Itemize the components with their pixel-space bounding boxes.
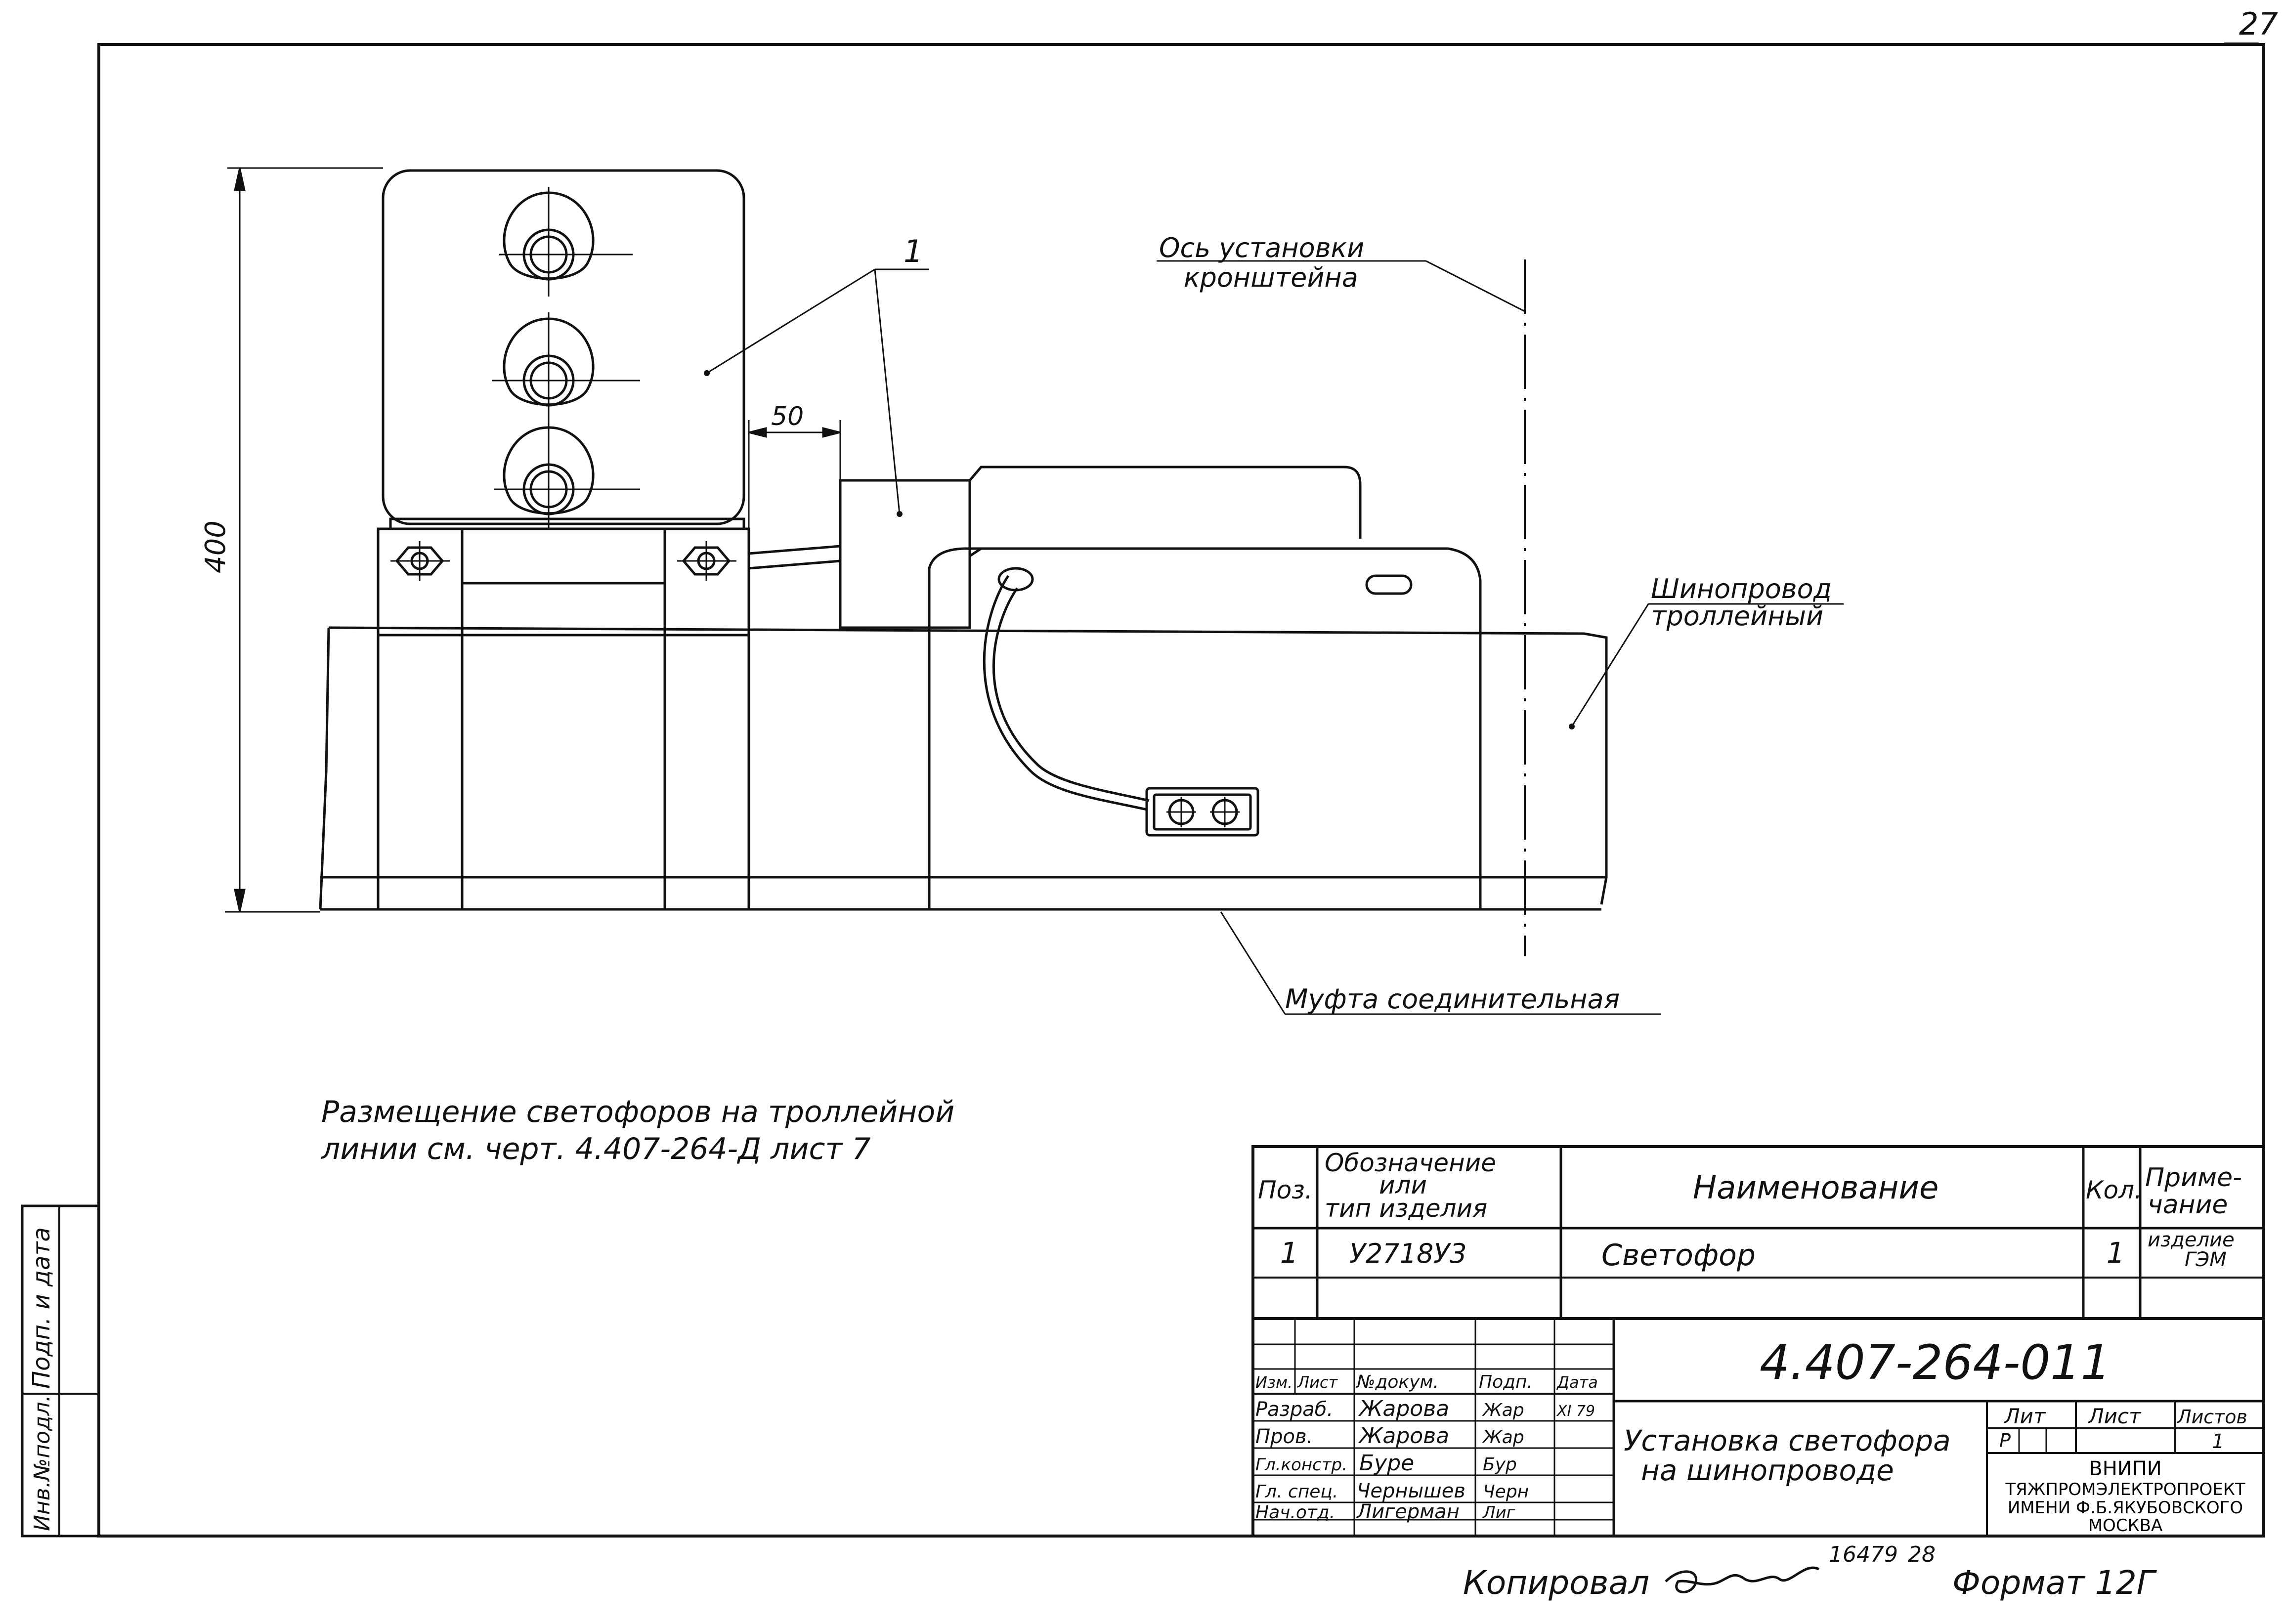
left-margin-strip: Подп. и дата Инв.№подл. <box>21 1204 100 1538</box>
header-doc: №докум. <box>1356 1372 1439 1392</box>
current-collector <box>928 466 1482 909</box>
leader-dot <box>704 370 710 376</box>
person-date: XI 79 <box>1556 1403 1595 1420</box>
person-name: Жарова <box>1358 1423 1449 1449</box>
busway <box>319 626 1608 911</box>
spec-row-name: Светофор <box>1601 1238 1756 1273</box>
sheet-label: Лист <box>2087 1404 2142 1428</box>
person-signature: Бур <box>1483 1454 1517 1475</box>
note-line2: линии см. черт. 4.407-264-Д лист 7 <box>321 1132 871 1166</box>
spec-header-designation-1: Обозначение <box>1325 1149 1496 1177</box>
spec-header-pos: Поз. <box>1258 1176 1313 1204</box>
header-list: Лист <box>1297 1373 1338 1392</box>
person-name: Лигерман <box>1356 1500 1460 1523</box>
header-date: Дата <box>1556 1373 1598 1392</box>
title-line1: Установка светофора <box>1624 1424 1951 1457</box>
note-line1: Размещение светофоров на троллейной <box>321 1095 954 1129</box>
person-role: Нач.отд. <box>1255 1502 1335 1523</box>
title-block-headers: Изм. Лист №докум. Подп. Дата <box>1255 1372 1598 1392</box>
coupling-leader <box>1220 911 1661 1015</box>
spec-header-qty: Кол. <box>2086 1176 2142 1204</box>
spec-row: 1 У2718У3 Светофор 1 изделие ГЭМ <box>1280 1229 2235 1273</box>
leader-dot <box>1569 724 1575 729</box>
busway-label-line2: троллейный <box>1651 600 1823 632</box>
spec-header-designation-3: тип изделия <box>1325 1194 1487 1223</box>
spec-header-designation-2: или <box>1379 1171 1427 1199</box>
person-signature: Жар <box>1482 1400 1524 1420</box>
busway-leader <box>1571 603 1844 727</box>
spec-row-note-1: изделие <box>2148 1229 2235 1251</box>
junction-box <box>839 479 971 629</box>
person-role: Разраб. <box>1255 1398 1333 1421</box>
dimension-gap-label: 50 <box>771 402 804 431</box>
spec-header-note-2: чание <box>2148 1190 2228 1220</box>
leader-position-1 <box>706 268 929 514</box>
axis-label-line1: Ось установки <box>1159 232 1364 263</box>
format-label: Формат 12Г <box>1952 1564 2157 1602</box>
busway-label-line1: Шинопровод <box>1651 573 1832 604</box>
lit-value: Р <box>1999 1430 2011 1452</box>
spec-header-note-1: Приме- <box>2145 1163 2242 1193</box>
bracket-clamp <box>377 527 750 909</box>
cable <box>748 545 841 570</box>
axis-label-line2: кронштейна <box>1184 262 1358 293</box>
sign-date-label: Подп. и дата <box>28 1227 55 1389</box>
person-signature: Жар <box>1482 1427 1524 1448</box>
person-signature: Лиг <box>1482 1503 1516 1523</box>
doc-code: 4.407-264-011 <box>1760 1335 2111 1390</box>
coupling-label: Муфта соединительная <box>1285 983 1620 1015</box>
header-sign: Подп. <box>1479 1372 1533 1392</box>
person-role: Гл. спец. <box>1255 1482 1338 1502</box>
person-name: Жарова <box>1358 1396 1449 1421</box>
leader-dot <box>897 511 903 517</box>
person-name: Чернышев <box>1357 1480 1465 1502</box>
copied-label: Копировал <box>1463 1564 1649 1602</box>
spec-row-pos: 1 <box>1280 1236 1298 1270</box>
copy-number-2: 28 <box>1908 1542 1936 1567</box>
person-role: Пров. <box>1255 1425 1313 1448</box>
lit-label: Лит <box>2003 1404 2046 1428</box>
axis-leader <box>1157 260 1525 312</box>
dimension-gap <box>748 420 841 531</box>
copier-signature <box>1665 1566 1820 1593</box>
org-line2: ТЯЖПРОМЭЛЕКТРОПРОЕКТ <box>2005 1480 2245 1499</box>
signal-head <box>382 169 745 530</box>
spec-row-note-2: ГЭМ <box>2185 1248 2227 1271</box>
person-signature: Черн <box>1483 1482 1529 1502</box>
org-line1: ВНИПИ <box>2089 1457 2161 1480</box>
org-line3: ИМЕНИ Ф.Б.ЯКУБОВСКОГО <box>2008 1498 2243 1518</box>
spec-row-designation: У2718У3 <box>1349 1238 1467 1269</box>
sheets-value: 1 <box>2212 1430 2224 1453</box>
person-role: Гл.констр. <box>1255 1455 1347 1475</box>
inventory-number-label: Инв.№подл. <box>30 1395 55 1531</box>
position-1-callout: 1 <box>904 233 923 269</box>
sheet-frame <box>97 43 2265 1538</box>
title-block <box>1251 1317 2265 1538</box>
spec-header-name: Наименование <box>1693 1170 1938 1206</box>
spec-row-qty: 1 <box>2107 1236 2125 1270</box>
copy-number: 16479 <box>1829 1542 1898 1567</box>
sheets-label: Листов <box>2176 1406 2247 1428</box>
org-line4: МОСКВА <box>2088 1516 2163 1536</box>
dimension-height <box>225 167 383 913</box>
organization-name: ВНИПИ ТЯЖПРОМЭЛЕКТРОПРОЕКТ ИМЕНИ Ф.Б.ЯКУ… <box>2005 1457 2245 1536</box>
header-izm: Изм. <box>1255 1373 1292 1392</box>
page-number: 27 <box>2239 6 2278 42</box>
dimension-height-label: 400 <box>200 520 232 573</box>
person-name: Буре <box>1359 1451 1414 1476</box>
title-line2: на шинопроводе <box>1641 1453 1894 1487</box>
title-block-people: Разраб. Жарова Жар XI 79 Пров. Жарова Жа… <box>1255 1396 1595 1523</box>
